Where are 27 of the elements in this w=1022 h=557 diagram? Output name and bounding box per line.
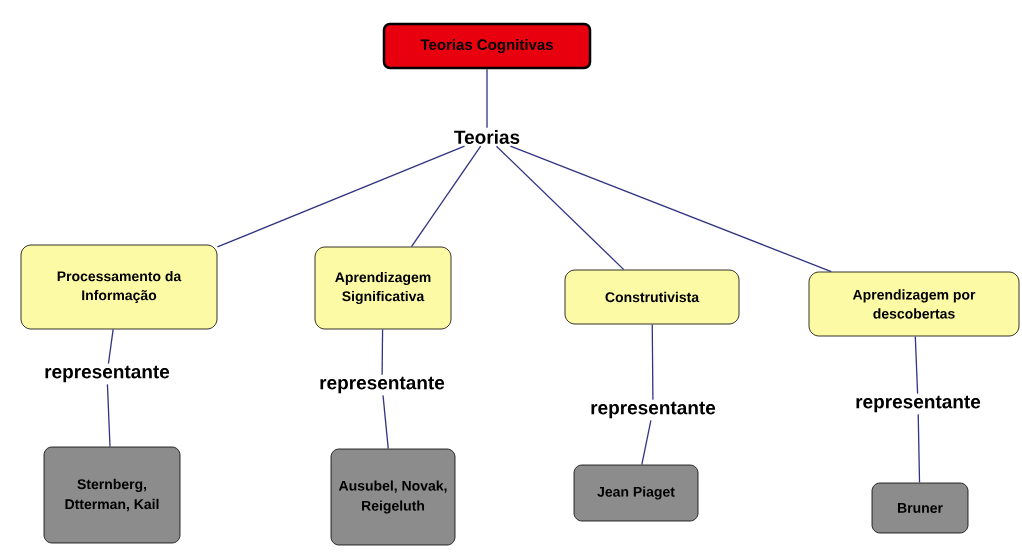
connector-line bbox=[509, 145, 832, 273]
connector-line bbox=[410, 145, 482, 248]
concept-box: Aprendizagem por descobertas bbox=[808, 271, 1020, 337]
person-box: Sternberg, Dtterman, Kail bbox=[43, 446, 181, 544]
linking-phrase: representante bbox=[42, 363, 172, 385]
connector-line bbox=[914, 335, 919, 395]
linking-phrase: representante bbox=[588, 399, 718, 421]
person-box: Jean Piaget bbox=[573, 464, 699, 522]
connector-line bbox=[917, 413, 921, 484]
person-box: Ausubel, Novak, Reigeluth bbox=[330, 448, 456, 546]
connector-line bbox=[641, 419, 652, 466]
connector-line bbox=[651, 323, 654, 401]
linking-phrase: representante bbox=[317, 374, 447, 396]
linking-phrase: representante bbox=[853, 393, 983, 415]
concept-box: Processamento da Informação bbox=[20, 244, 218, 330]
linking-phrase: Teorias bbox=[451, 128, 523, 146]
concept-box: Construtivista bbox=[564, 269, 740, 325]
connector-line bbox=[381, 328, 384, 376]
connector-line bbox=[107, 328, 114, 365]
concept-box: Aprendizagem Significativa bbox=[314, 246, 452, 330]
person-box: Bruner bbox=[871, 482, 969, 534]
concept-box: Teorias Cognitivas bbox=[382, 22, 592, 70]
connector-line bbox=[486, 68, 488, 129]
connector-line bbox=[382, 394, 389, 450]
connector-line bbox=[106, 383, 111, 448]
connector-line bbox=[216, 145, 466, 248]
connector-line bbox=[495, 145, 625, 271]
